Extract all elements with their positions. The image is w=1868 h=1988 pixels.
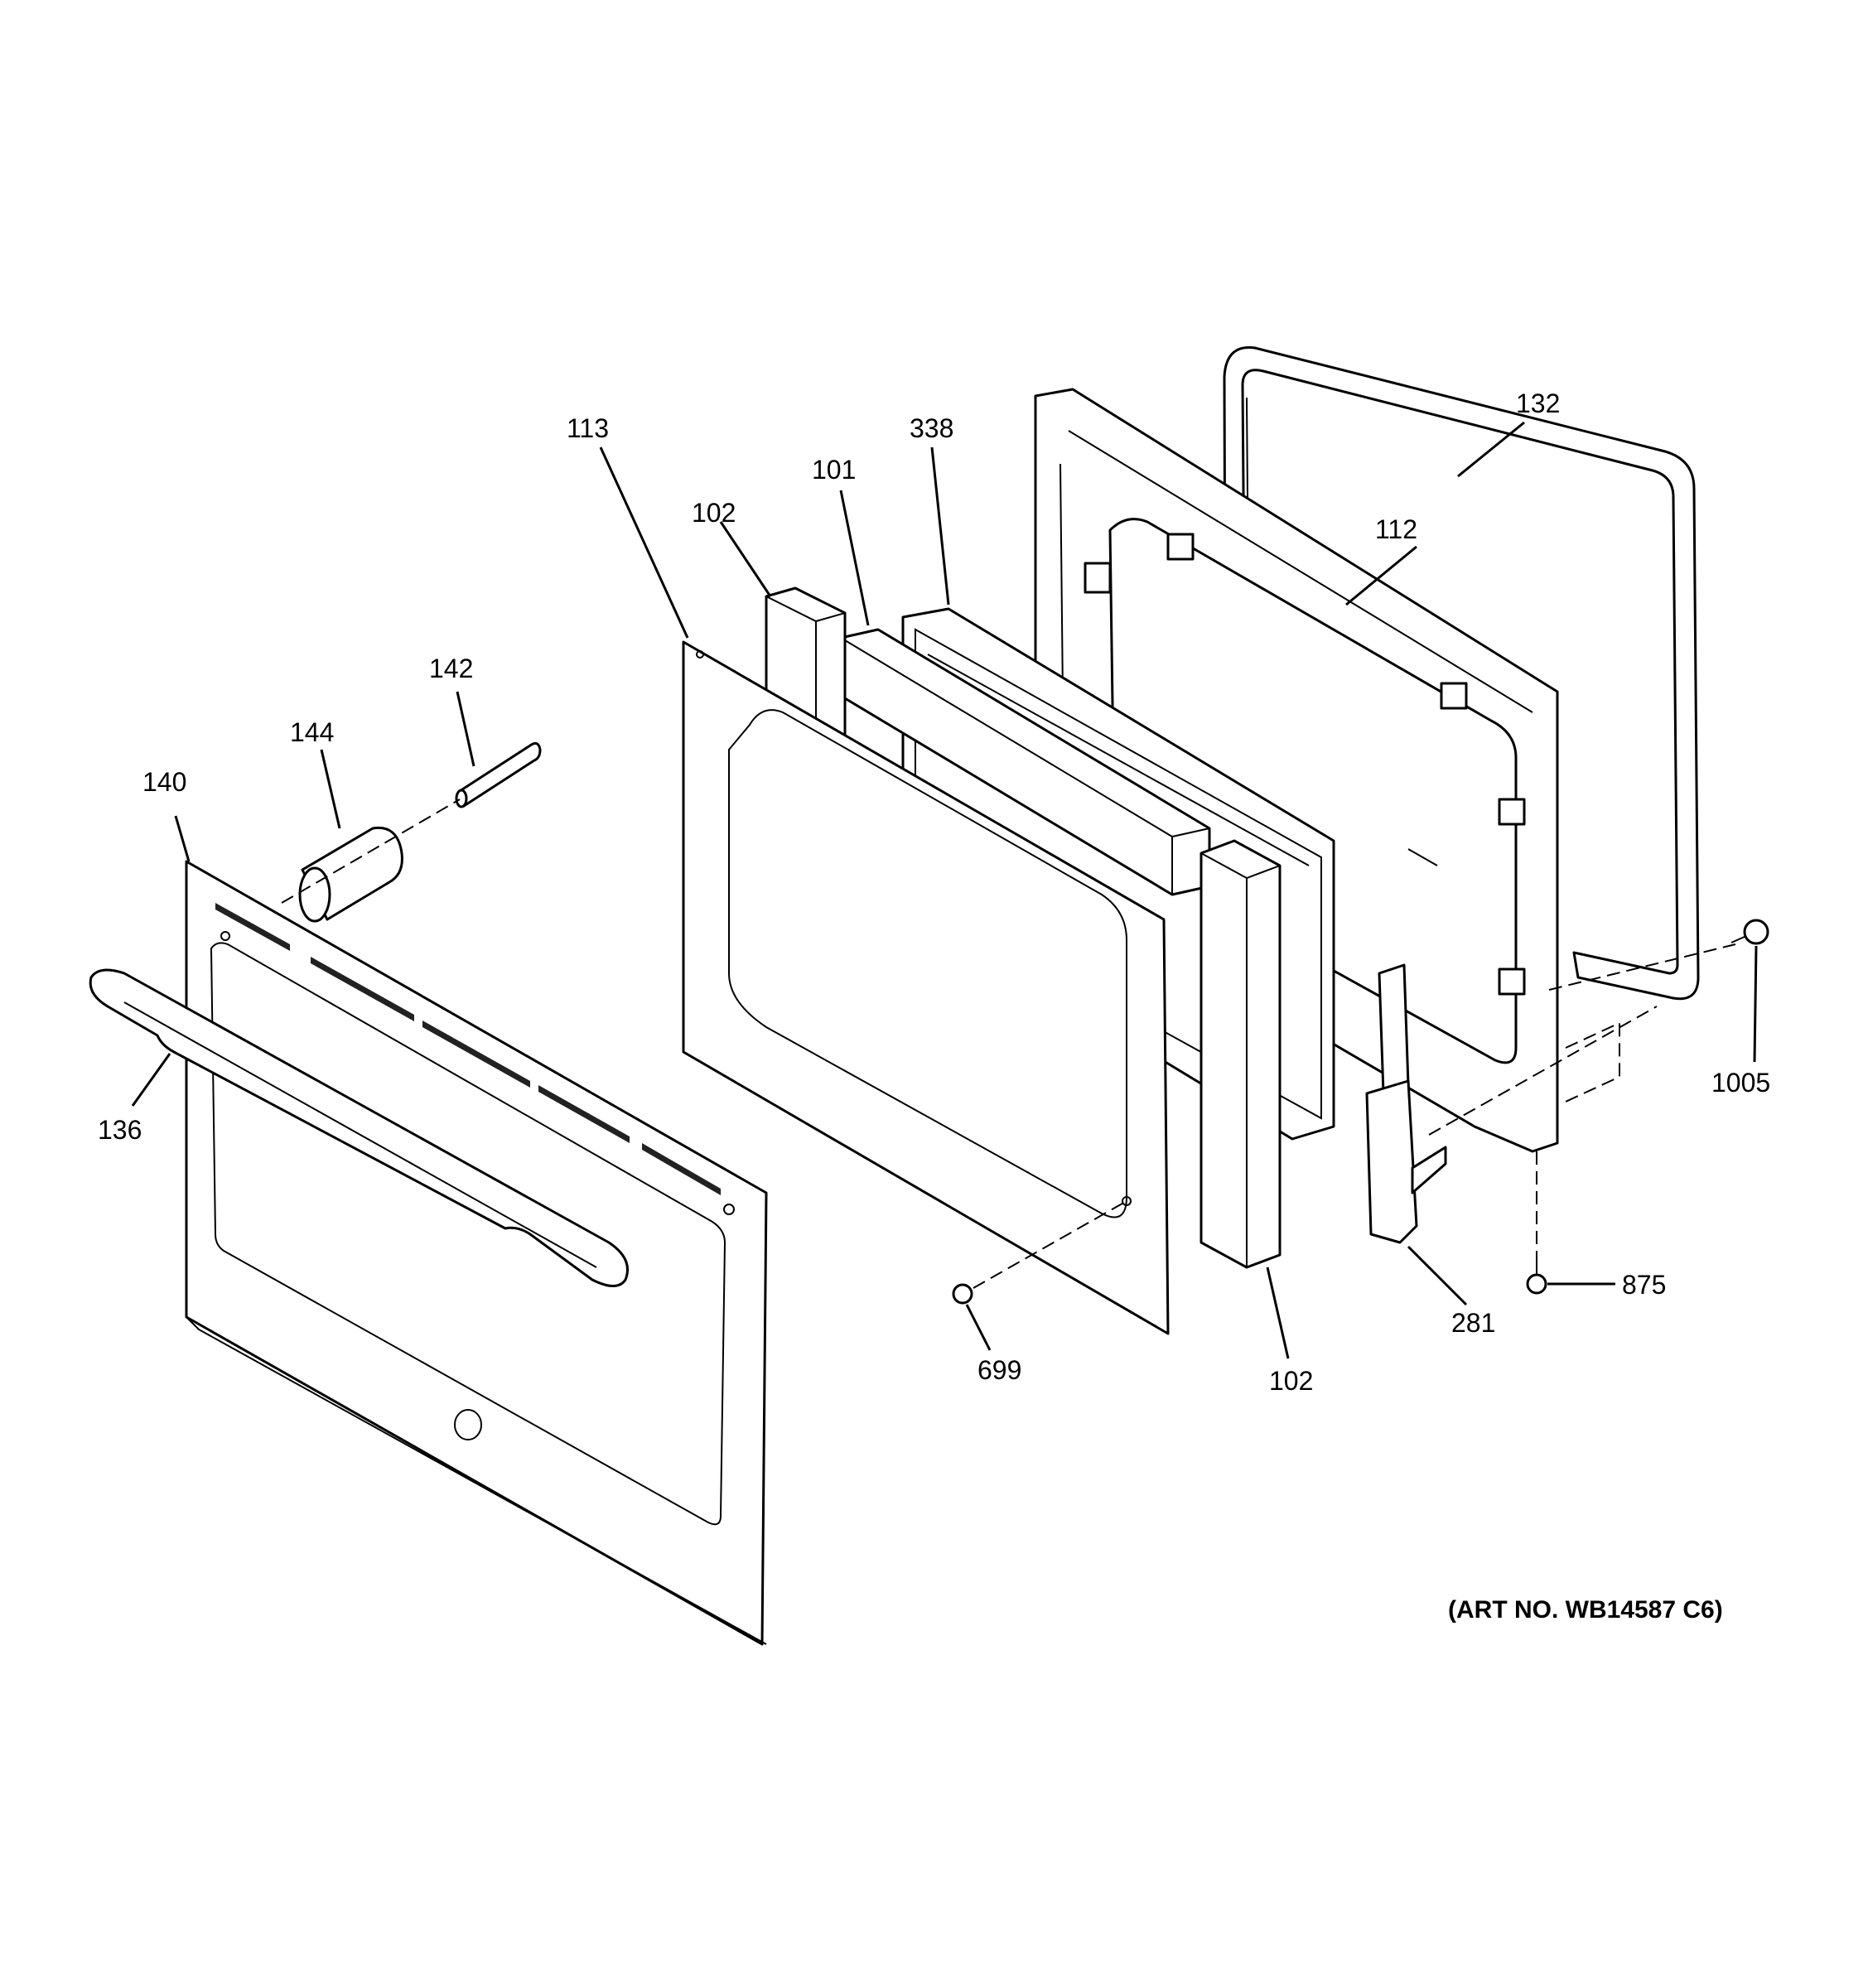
callout-101: 101 bbox=[812, 455, 856, 485]
callout-875: 875 bbox=[1622, 1270, 1666, 1300]
art-number: (ART NO. WB14587 C6) bbox=[1448, 1596, 1723, 1624]
callout-144: 144 bbox=[290, 717, 334, 747]
pin-142 bbox=[455, 741, 542, 808]
leader-lines bbox=[131, 421, 1758, 1359]
callout-136: 136 bbox=[98, 1115, 142, 1145]
callout-142: 142 bbox=[429, 654, 473, 683]
callout-1005: 1005 bbox=[1711, 1068, 1770, 1098]
inner-door-liner-112 bbox=[1034, 388, 1559, 1153]
callout-132: 132 bbox=[1516, 388, 1560, 418]
callout-labels: 113 101 338 132 102 112 142 144 140 136 … bbox=[98, 388, 1770, 1396]
screw-875 bbox=[1526, 1259, 1547, 1295]
hinge-281 bbox=[1365, 963, 1447, 1244]
callout-140: 140 bbox=[142, 767, 186, 797]
callout-102-lower: 102 bbox=[1269, 1366, 1313, 1396]
callout-281: 281 bbox=[1451, 1308, 1495, 1338]
end-cap-144 bbox=[298, 826, 403, 923]
insulation-block-102-right bbox=[1199, 839, 1282, 1269]
outer-door-140 bbox=[185, 860, 768, 1646]
callout-112: 112 bbox=[1375, 514, 1417, 544]
callout-102-upper: 102 bbox=[692, 498, 736, 528]
door-panel-113 bbox=[682, 640, 1170, 1335]
callout-699: 699 bbox=[977, 1355, 1021, 1385]
callout-338: 338 bbox=[910, 413, 953, 443]
callout-113: 113 bbox=[567, 413, 609, 443]
screw-1005 bbox=[1730, 919, 1769, 945]
screw-699 bbox=[952, 1283, 973, 1305]
assembly-lines bbox=[281, 799, 1736, 1289]
handle-136 bbox=[89, 968, 629, 1287]
